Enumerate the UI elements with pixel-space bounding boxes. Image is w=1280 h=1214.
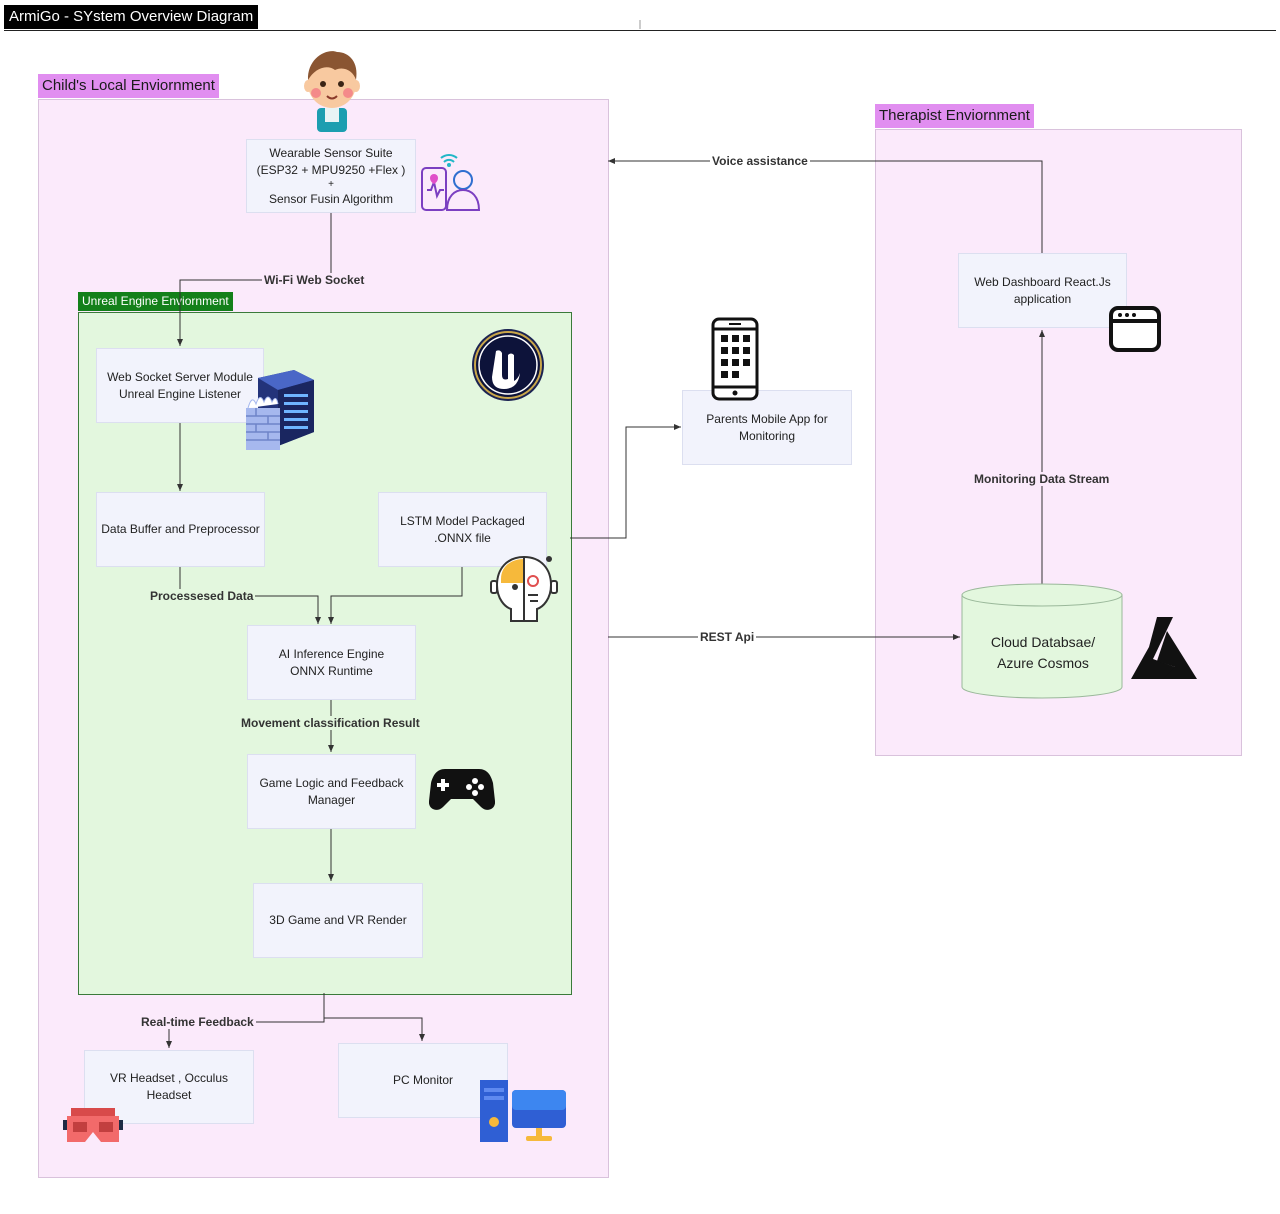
smartphone-icon <box>711 317 759 401</box>
render-label: 3D Game and VR Render <box>269 913 407 927</box>
lstm-model-node[interactable]: LSTM Model Packaged .ONNX file <box>378 492 547 567</box>
cloud-line-1: Cloud Databsae/ <box>990 634 1096 650</box>
web-dashboard-node[interactable]: Web Dashboard React.Js application <box>958 253 1127 328</box>
cloud-database-node[interactable] <box>961 583 1125 703</box>
vr-headset-icon <box>63 1108 123 1142</box>
desktop-pc-icon <box>480 1080 566 1142</box>
edge-parents <box>570 424 681 539</box>
parents-app-node[interactable]: Parents Mobile App for Monitoring <box>682 390 852 465</box>
cloud-database-label: Cloud Databsae/ Azure Cosmos <box>962 632 1124 674</box>
inference-line-2: ONNX Runtime <box>290 663 373 678</box>
pc-monitor-node[interactable]: PC Monitor <box>338 1043 508 1118</box>
edge-lstm <box>328 567 463 624</box>
child-environment-label: Child's Local Enviornment <box>38 74 219 98</box>
sensor-line-2: (ESP32 + MPU9250 +Flex ) <box>256 162 406 177</box>
sensor-line-3: + <box>328 178 334 190</box>
unreal-environment-label: Unreal Engine Enviornment <box>78 292 233 311</box>
websocket-line-1: Web Socket Server Module <box>107 369 253 384</box>
vr-line-2: Headset <box>146 1088 192 1102</box>
ai-robot-head-icon <box>490 555 558 622</box>
wearable-sensor-node[interactable]: Wearable Sensor Suite (ESP32 + MPU9250 +… <box>246 139 416 213</box>
cloud-line-2: Azure Cosmos <box>997 655 1089 671</box>
websocket-server-node[interactable]: Web Socket Server Module Unreal Engine L… <box>96 348 264 423</box>
edge-label-movement: Movement classification Result <box>239 716 422 730</box>
edge-label-feedback: Real-time Feedback <box>139 1015 256 1029</box>
vr-line-1: VR Headset , Occulus <box>109 1071 229 1085</box>
game-logic-node[interactable]: Game Logic and Feedback Manager <box>247 754 416 829</box>
server-firewall-icon <box>246 370 314 450</box>
gamelogic-line-1: Game Logic and Feedback <box>259 775 404 790</box>
edge-label-rest: REST Api <box>698 630 757 644</box>
edge-voice <box>608 158 1043 253</box>
edge-feedback-pc <box>324 1017 425 1041</box>
unreal-engine-logo-icon <box>472 329 544 401</box>
inference-line-1: AI Inference Engine <box>278 646 385 661</box>
sensor-line-1: Wearable Sensor Suite <box>269 145 393 160</box>
dashboard-line-2: application <box>1013 291 1072 306</box>
wearable-sensor-icon <box>421 154 481 211</box>
buffer-label: Data Buffer and Preprocessor <box>101 522 260 536</box>
browser-window-icon <box>1109 306 1161 352</box>
gamelogic-line-2: Manager <box>307 792 356 807</box>
diagram-title: ArmiGo - SYstem Overview Diagram <box>4 5 259 29</box>
lstm-line-2: .ONNX file <box>434 530 491 545</box>
edge-label-wifi: Wi-Fi Web Socket <box>262 273 367 287</box>
edge-label-voice: Voice assistance <box>710 154 810 168</box>
render-node[interactable]: 3D Game and VR Render <box>253 883 423 958</box>
ai-inference-node[interactable]: AI Inference Engine ONNX Runtime <box>247 625 416 700</box>
edge-wifi <box>177 213 332 346</box>
sensor-line-4: Sensor Fusin Algorithm <box>268 191 394 206</box>
parents-line-2: Monitoring <box>738 428 796 443</box>
therapist-environment-label: Therapist Enviornment <box>875 104 1034 128</box>
data-buffer-node[interactable]: Data Buffer and Preprocessor <box>96 492 265 567</box>
child-avatar-icon <box>304 51 360 132</box>
websocket-line-2: Unreal Engine Listener <box>118 386 242 401</box>
edge-label-processed: Processesed Data <box>148 589 256 603</box>
dashboard-line-1: Web Dashboard React.Js <box>974 274 1111 289</box>
azure-logo-icon <box>1131 617 1197 679</box>
pc-label: PC Monitor <box>392 1073 454 1087</box>
lstm-line-1: LSTM Model Packaged <box>400 513 525 528</box>
edge-label-monitoring: Monitoring Data Stream <box>972 472 1112 486</box>
game-controller-icon <box>429 769 495 810</box>
title-divider <box>4 30 1276 31</box>
parents-line-1: Parents Mobile App for <box>706 411 828 426</box>
